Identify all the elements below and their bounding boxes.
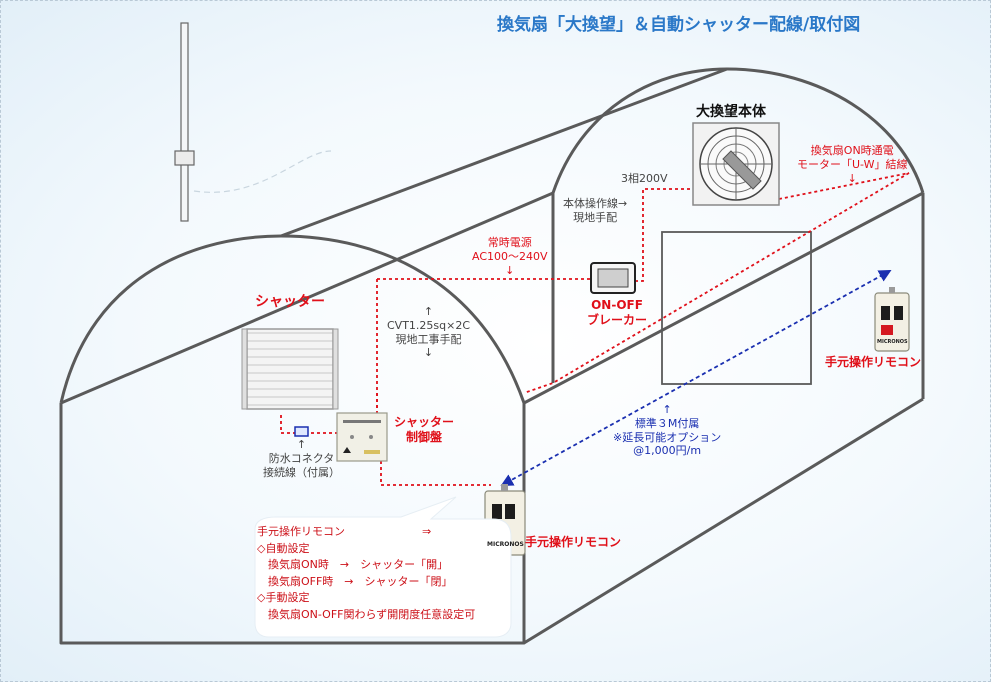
remote-right-brand: MICRONOS [877,339,908,345]
remote-cable-line [500,269,892,487]
controller-line1: シャッター [394,415,455,429]
note-line2: ◇自動設定 [257,541,310,555]
breaker-box [590,262,636,294]
remote-note: 手元操作リモコン ⇒ ◇自動設定 換気扇ON時 → シャッター「開」 換気扇OF… [257,524,507,623]
connector-label: ↑ 防水コネクタ 接続線（付属） [263,438,340,479]
back-door [661,231,812,385]
shutter-controller-box [336,412,388,462]
cable-arrow-up: ↑ [423,305,434,318]
remote-cable-line2: ※延長可能オプション [613,430,722,444]
fan-note-line2: モーター「U-W」結線 [797,157,908,171]
fan-unit [692,122,780,206]
cable-arrow-down: ↓ [423,346,434,360]
shutter-label: シャッター [255,294,325,310]
remote-right-device [874,287,910,352]
constant-power-arrow: ↓ [505,263,515,277]
cable-spec-line1: CVT1.25sq×2C [387,318,471,332]
breaker-line2: ブレーカー [587,313,648,327]
note-bubble [254,496,512,638]
body-wire-label: 本体操作線→ 現地手配 [563,197,627,225]
controller-line2: 制御盤 [406,430,443,444]
remote-cable-line3: @1,000円/m [633,444,702,458]
note-line1: 手元操作リモコン ⇒ [257,525,432,538]
note-line5: ◇手動設定 [257,591,310,604]
waterproof-connector [294,426,309,437]
fan-note-line1: 換気扇ON時通電 [810,144,894,157]
remote-front-label: 手元操作リモコン [525,535,622,549]
fan-note: 換気扇ON時通電 モーター「U-W」結線 ↓ [797,144,907,185]
shutter-unit [241,328,339,410]
connector-line1: 防水コネクタ [268,451,335,465]
remote-right-label: 手元操作リモコン [825,355,922,369]
constant-power-line1: 常時電源 [487,236,532,249]
remote-cable-arrow: ↑ [662,403,672,416]
cable-spec-label: ↑ CVT1.25sq×2C 現地工事手配 ↓ [387,305,470,360]
diagram-title: 換気扇「大換望」＆自動シャッター配線/取付図 [497,15,861,35]
note-line3: 換気扇ON時 → シャッター「開」 [257,558,449,571]
fan-label: 大換望本体 [696,104,766,120]
constant-power-label: 常時電源 AC100～240V ↓ [472,236,548,277]
note-line4: 換気扇OFF時 → シャッター「閉」 [257,574,453,588]
body-wire-line1: 本体操作線→ [563,197,628,210]
three-phase-label: 3相200V [621,172,668,185]
remote-front-brand: MICRONOS [487,541,524,548]
remote-cable-label: ↑ 標準３M付属 ※延長可能オプション @1,000円/m [613,403,721,458]
body-wire-line2: 現地手配 [573,210,618,224]
cable-spec-line2: 現地工事手配 [395,332,462,346]
remote-cable-line1: 標準３M付属 [634,416,700,430]
fan-note-arrow: ↓ [847,171,857,185]
controller-label: シャッター 制御盤 [394,415,454,445]
note-line6: 換気扇ON-OFF関わらず開閉度任意設定可 [257,607,476,621]
connector-arrow: ↑ [296,438,307,451]
breaker-label: ON-OFF ブレーカー [587,298,647,328]
breaker-line1: ON-OFF [591,298,643,312]
connector-line2: 接続線（付属） [263,465,340,479]
constant-power-line2: AC100～240V [472,249,548,263]
pole [174,22,332,222]
